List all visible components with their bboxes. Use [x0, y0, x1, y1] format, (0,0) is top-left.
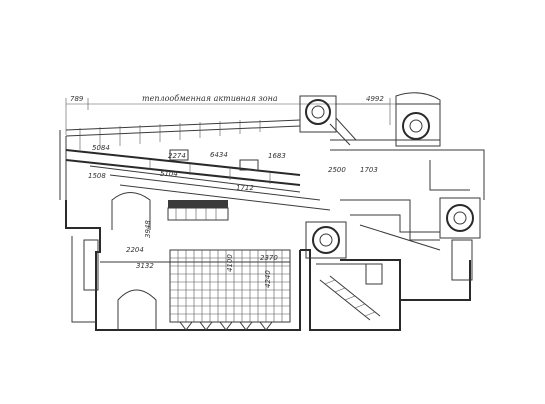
dim-5084: 5084: [92, 144, 110, 152]
dim-2500: 2500: [328, 166, 346, 174]
dim-1683: 1683: [268, 152, 286, 160]
dim-3948: 3948: [144, 220, 152, 238]
dim-3132: 3132: [136, 262, 154, 270]
top-fan-unit: [299, 95, 357, 146]
drawing-title: теплообменная активная зона: [142, 94, 278, 103]
dim-2204: 2204: [126, 246, 144, 254]
lower-fan-unit-left: [305, 221, 347, 259]
dim-789: 789: [70, 95, 84, 103]
dim-4240: 4240: [264, 270, 272, 288]
roller-row: [167, 200, 229, 221]
dim-1703: 1703: [360, 166, 378, 174]
furnace-outer-wall: [65, 200, 471, 331]
staircase: [319, 263, 383, 321]
top-dimension-line: [65, 98, 400, 135]
checker-grid-chamber: [169, 249, 291, 323]
dim-4992: 4992: [366, 95, 384, 103]
dim-6434: 6434: [210, 151, 228, 159]
upper-gallery-frame: [59, 119, 301, 200]
sloped-grate: [65, 149, 331, 211]
dim-1508: 1508: [88, 172, 106, 180]
bottom-hoppers: [179, 321, 273, 331]
lower-fan-unit-right: [439, 197, 481, 239]
left-vaulted-chamber: [83, 192, 157, 330]
right-building-outline: [316, 139, 485, 300]
dim-5104: 5104: [160, 170, 178, 178]
right-fan-unit: [395, 92, 441, 147]
dim-2274: 2274: [168, 152, 186, 160]
dim-2370: 2370: [260, 254, 278, 262]
dim-4100: 4100: [226, 254, 234, 272]
dim-1712: 1712: [236, 184, 254, 192]
